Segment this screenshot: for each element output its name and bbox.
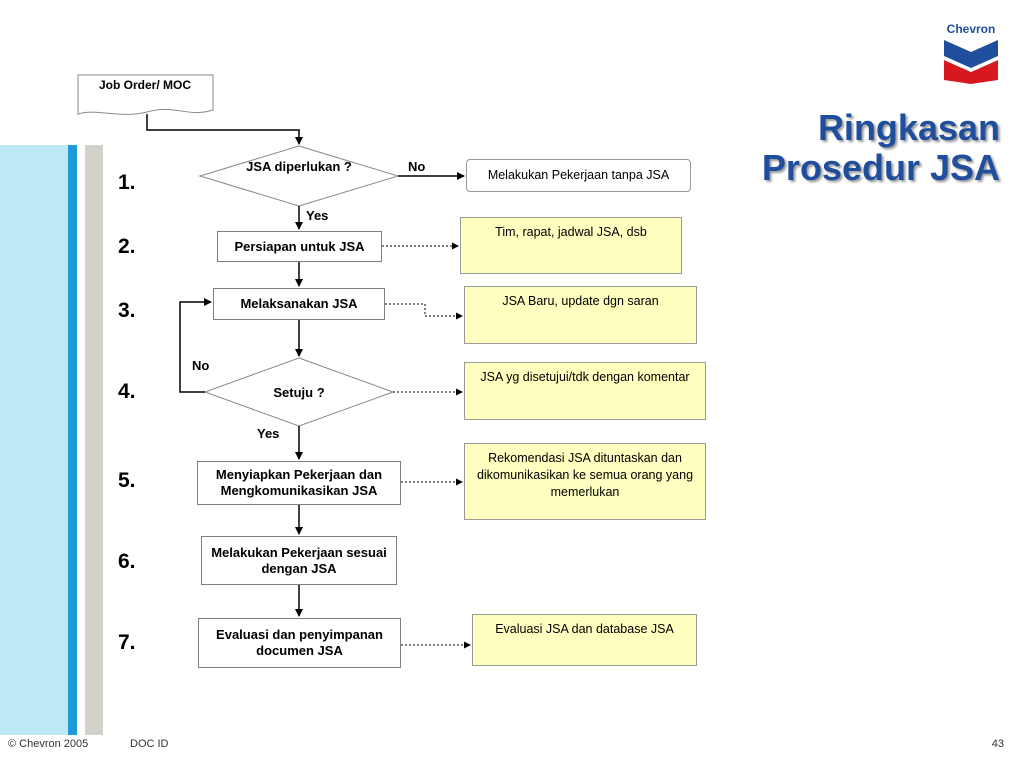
step-number-2: 2. — [118, 235, 136, 258]
side-stripe-gray — [85, 145, 103, 735]
branch-no-label: No — [408, 159, 426, 174]
note-tanpa-jsa: Melakukan Pekerjaan tanpa JSA — [466, 159, 691, 192]
process-melaksanakan: Melaksanakan JSA — [213, 288, 385, 320]
footer-doc-id: DOC ID — [130, 738, 169, 750]
footer-copyright: © Chevron 2005 — [8, 738, 89, 750]
step-number-7: 7. — [118, 631, 136, 654]
step-number-1: 1. — [118, 171, 136, 194]
title-line-1: Ringkasan — [817, 107, 1000, 148]
title-line-2: Prosedur JSA — [761, 147, 1000, 188]
step-number-4: 4. — [118, 380, 136, 403]
note-rekomendasi: Rekomendasi JSA dituntaskan dan dikomuni… — [464, 443, 706, 520]
decision-jsa-diperlukan-label: JSA diperlukan ? — [246, 159, 352, 174]
note-tim-rapat: Tim, rapat, jadwal JSA, dsb — [460, 217, 682, 274]
connector-start-to-decision — [146, 114, 303, 145]
process-menyiapkan: Menyiapkan Pekerjaan dan Mengkomunikasik… — [197, 461, 401, 505]
note-jsa-baru: JSA Baru, update dgn saran — [464, 286, 697, 344]
chevron-logo: Chevron — [940, 22, 1002, 84]
connector-no-loop-back — [179, 298, 212, 393]
step-number-3: 3. — [118, 299, 136, 322]
start-job-order: Job Order/ MOC — [98, 78, 191, 92]
branch-yes-label-1: Yes — [306, 208, 329, 223]
note-disetujui: JSA yg disetujui/tdk dengan komentar — [464, 362, 706, 420]
side-stripe-blue — [68, 145, 77, 735]
note-evaluasi-db: Evaluasi JSA dan database JSA — [472, 614, 697, 666]
chevron-shield-icon — [944, 40, 998, 84]
footer-page-number: 43 — [991, 738, 1004, 750]
decision-setuju-label: Setuju ? — [273, 385, 325, 400]
step-number-6: 6. — [118, 550, 136, 573]
branch-yes-label-2: Yes — [257, 426, 280, 441]
page-title: Ringkasan Prosedur JSA — [762, 108, 1000, 188]
side-stripe-gap — [77, 145, 85, 735]
dotted-connector-melaksanakan — [385, 303, 463, 320]
decision-diamond-jsa — [198, 145, 400, 207]
start-document-shape — [77, 74, 214, 115]
process-melakukan: Melakukan Pekerjaan sesuai dengan JSA — [201, 536, 397, 585]
process-evaluasi: Evaluasi dan penyimpanan documen JSA — [198, 618, 401, 668]
process-persiapan: Persiapan untuk JSA — [217, 231, 382, 262]
branch-no-loop-label: No — [192, 358, 210, 373]
side-stripe-light — [0, 145, 68, 735]
step-number-5: 5. — [118, 469, 136, 492]
chevron-logo-text: Chevron — [946, 22, 996, 36]
